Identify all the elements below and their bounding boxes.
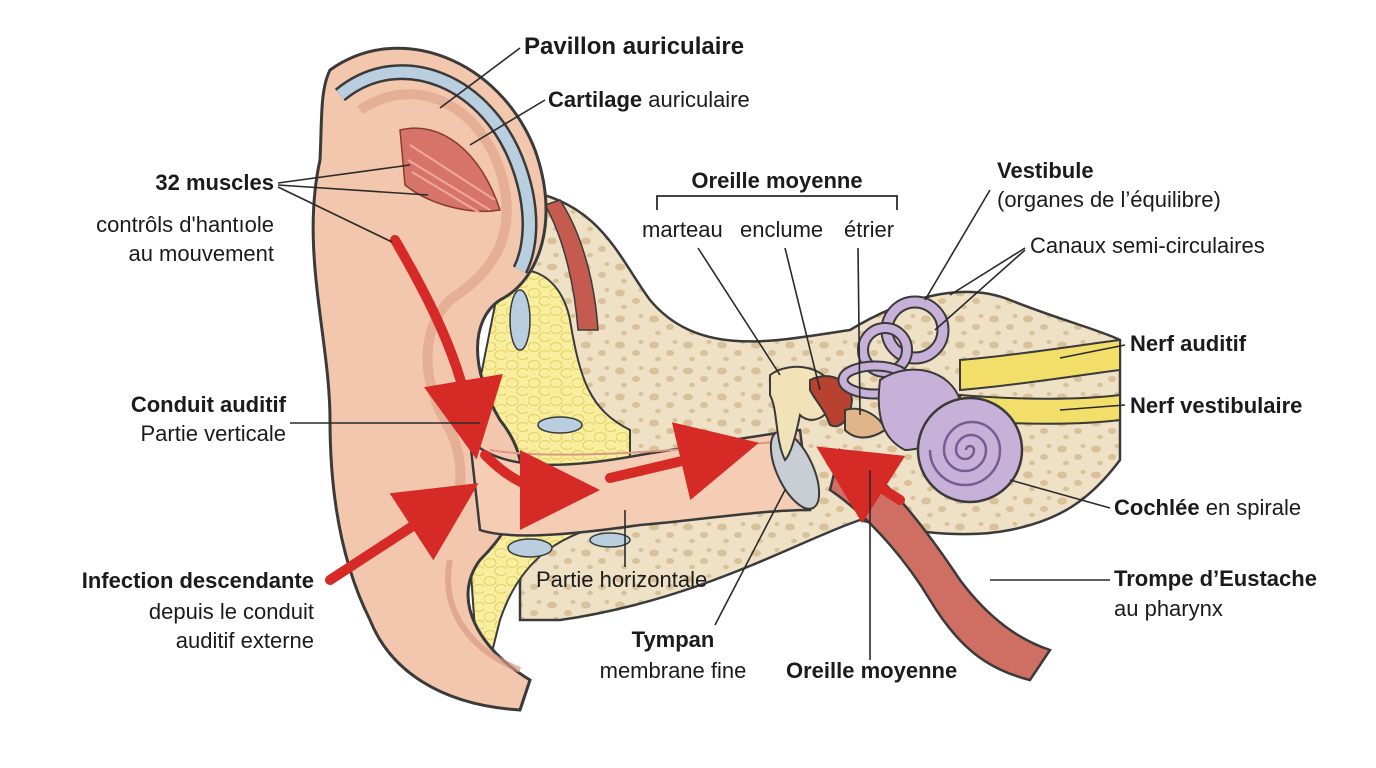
label-vestibule-sub: (organes de l’équilibre) [997, 187, 1221, 212]
label-infection-line2: auditif externe [175, 628, 314, 653]
muscle-strip [543, 199, 599, 331]
label-etrier: étrier [844, 217, 895, 242]
label-marteau: marteau [642, 217, 723, 242]
label-tympan-title: Tympan [631, 627, 715, 652]
label-partie-horizontale: Partie horizontale [536, 567, 708, 592]
auditory-nerve [959, 338, 1121, 392]
canal-cartilage-2 [537, 416, 583, 434]
label-infection-line1: depuis le conduit [148, 599, 314, 624]
label-trompe-title: Trompe d’Eustache [1114, 566, 1317, 591]
label-tympan-sub: membrane fine [599, 658, 747, 683]
canal-cartilage-3 [507, 538, 553, 558]
label-conduit-title: Conduit auditif [130, 392, 286, 417]
cochlea-spiral [928, 420, 1002, 487]
label-oreille-moyenne-bottom: Oreille moyenne [786, 658, 958, 683]
earlobe [445, 559, 522, 673]
label-canaux: Canaux semi-circulaires [1030, 233, 1265, 258]
label-nerf-vestibulaire: Nerf vestibulaire [1130, 393, 1303, 418]
label-cochlee: Cochlée en spirale [1114, 495, 1302, 520]
canal-cartilage-4 [589, 532, 631, 548]
oreille-moyenne-bracket [656, 195, 898, 210]
infection-arrows [325, 235, 906, 585]
label-muscles-title: 32 muscles [155, 170, 274, 195]
label-vestibule-title: Vestibule [997, 158, 1094, 183]
label-conduit-sub: Partie verticale [140, 421, 286, 446]
cartilage-rim-fill [336, 66, 535, 273]
label-muscles-line2: au mouvement [128, 241, 274, 266]
label-nerf-auditif: Nerf auditif [1130, 331, 1247, 356]
cochlea [916, 396, 1024, 504]
label-pavillon: Pavillon auriculaire [524, 33, 745, 60]
canal-cartilage-1 [509, 289, 531, 351]
pinna-fold [357, 89, 512, 554]
label-trompe-sub: au pharynx [1114, 596, 1223, 621]
leader-lines [277, 47, 1126, 660]
label-oreille-moyenne-top: Oreille moyenne [691, 168, 863, 193]
label-infection-title: Infection descendante [81, 568, 314, 593]
label-enclume: enclume [740, 217, 824, 242]
label-muscles-line1: contrôls d'hantıole [96, 212, 274, 237]
label-cartilage: Cartilage auriculaire [548, 87, 750, 112]
